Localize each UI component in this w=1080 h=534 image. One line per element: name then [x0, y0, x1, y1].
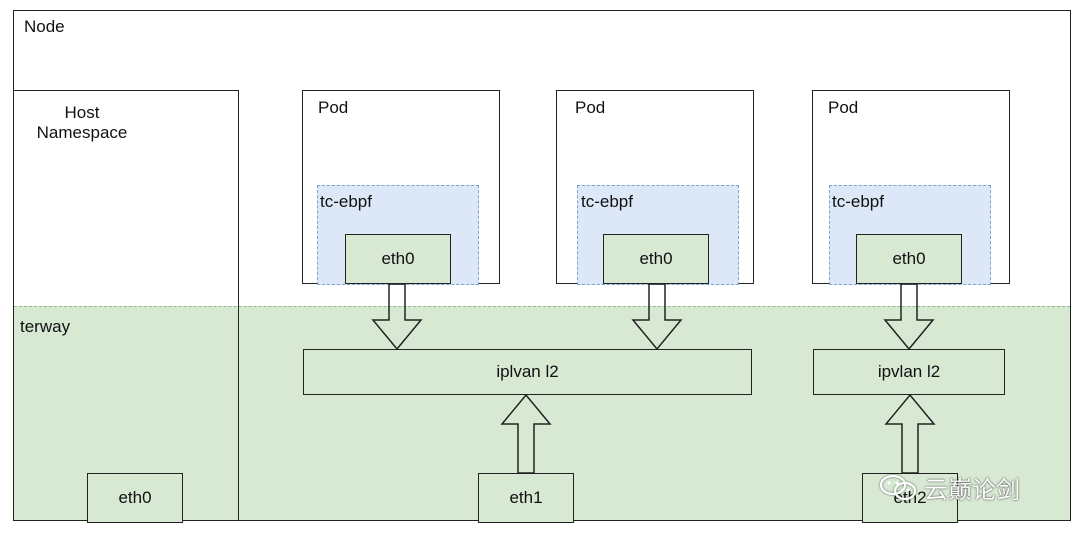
pod-label: Pod: [318, 98, 349, 117]
tc-ebpf-label: tc-ebpf: [320, 192, 372, 211]
watermark-text: 云巅论剑: [924, 477, 1020, 504]
pod-label: Pod: [828, 98, 859, 117]
arrow-up: [500, 393, 552, 474]
pod-eth0: eth0: [345, 234, 451, 284]
ipvlan-bridge-2: ipvlan l2: [813, 349, 1005, 395]
node-label: Node: [24, 17, 65, 36]
arrow-down: [883, 283, 935, 351]
arrow-up: [884, 393, 936, 474]
wechat-icon: [879, 474, 917, 500]
host-namespace-label: Host Namespace: [36, 103, 128, 143]
pod-label: Pod: [575, 98, 606, 117]
arrow-down: [371, 283, 423, 351]
terway-label: terway: [20, 317, 71, 336]
host-eth1: eth1: [478, 473, 574, 523]
arrow-down: [631, 283, 683, 351]
tc-ebpf-label: tc-ebpf: [581, 192, 633, 211]
ipvlan-bridge-1: iplvan l2: [303, 349, 752, 395]
tc-ebpf-label: tc-ebpf: [832, 192, 884, 211]
watermark: 云巅论剑: [878, 470, 1020, 505]
pod-eth0: eth0: [856, 234, 962, 284]
host-eth0: eth0: [87, 473, 183, 523]
